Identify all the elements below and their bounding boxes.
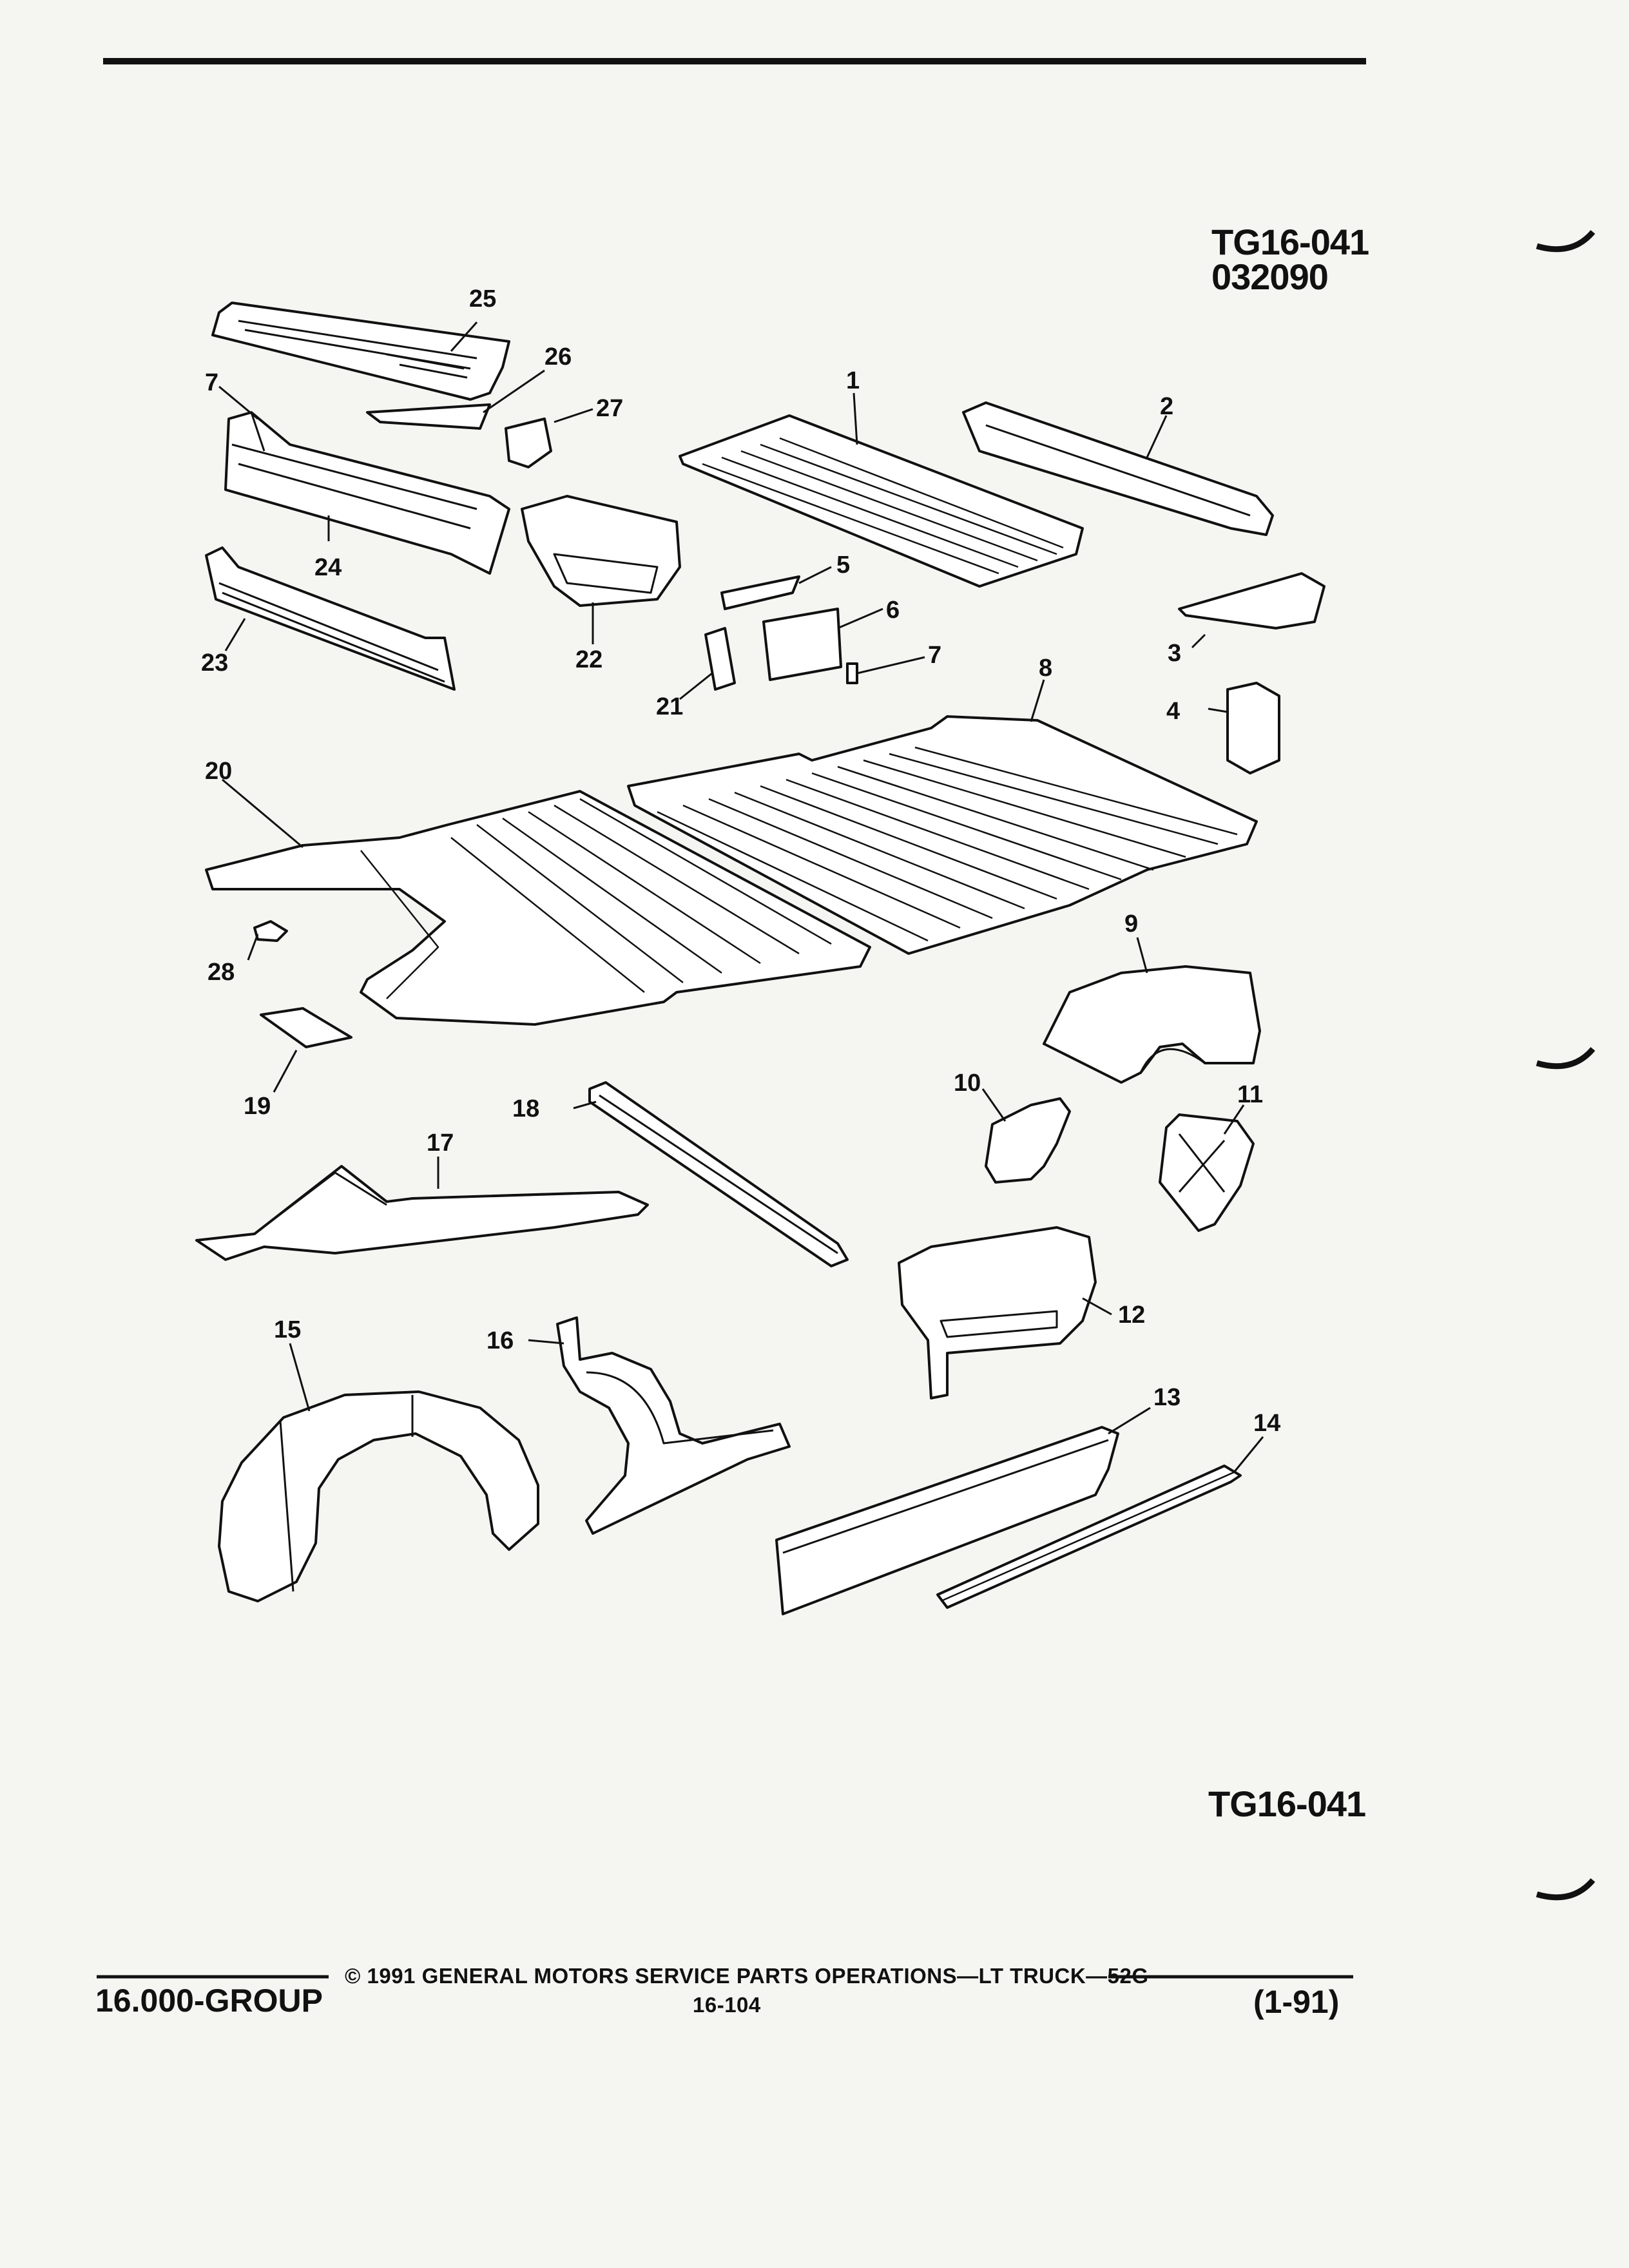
part-22-step-well [521, 495, 681, 607]
footer-date: (1-91) [1253, 1984, 1340, 2020]
part-3-bracket [1178, 572, 1325, 629]
part-1-load-floor-panel [679, 414, 1084, 588]
part-19-cover-plate [260, 1007, 352, 1048]
footer-page-number: 16-104 [693, 1993, 761, 2017]
callout-3: 3 [1168, 640, 1182, 667]
callout-20: 20 [205, 758, 233, 785]
callout-28: 28 [207, 959, 235, 986]
part-24-cowl-assembly [224, 411, 510, 575]
callout-25: 25 [469, 285, 497, 312]
callout-12: 12 [1118, 1302, 1146, 1329]
callout-24: 24 [314, 554, 342, 581]
part-15-wheelhouse-inner [218, 1390, 539, 1602]
part-13-body-side-panel [775, 1426, 1119, 1615]
callout-9: 9 [1124, 910, 1139, 937]
part-25-cowl-vent-panel [211, 302, 510, 401]
part-26-cowl-seal [366, 403, 491, 430]
part-20-front-floor-panel [205, 790, 871, 1026]
binding-mark [1536, 1878, 1595, 1901]
part-2-side-rail [962, 401, 1274, 536]
part-10-wheelhouse-bracket [985, 1097, 1071, 1184]
callout-2: 2 [1160, 393, 1174, 420]
callout-23: 23 [201, 649, 229, 677]
callout-27: 27 [596, 395, 624, 422]
part-23-cowl-sill [205, 546, 456, 691]
part-4-support [1226, 682, 1280, 774]
part-27-bracket [505, 418, 552, 468]
callout-26: 26 [545, 343, 572, 370]
part-8-rear-floor-panel [627, 715, 1258, 955]
binding-mark [1536, 1047, 1595, 1070]
callout-6: 6 [886, 597, 900, 624]
footer-copyright: © 1991 GENERAL MOTORS SERVICE PARTS OPER… [345, 1964, 1149, 1988]
figure-reference-code: 032090 [1211, 256, 1329, 297]
callout-15: 15 [274, 1316, 302, 1343]
callout-5: 5 [836, 552, 851, 579]
figure-reference-bottom: TG16-041 [1208, 1783, 1366, 1824]
callout-21: 21 [656, 693, 684, 720]
part-18-floor-crossmember [588, 1081, 849, 1267]
callout-7-lower: 7 [928, 642, 942, 669]
callout-7-upper: 7 [205, 369, 219, 396]
callout-13: 13 [1153, 1384, 1181, 1411]
part-21-gusset [704, 627, 736, 691]
callout-4: 4 [1166, 698, 1181, 725]
callout-19: 19 [244, 1093, 271, 1120]
part-5-bracket [720, 575, 800, 610]
callout-17: 17 [427, 1129, 454, 1157]
part-6-brace [762, 608, 842, 681]
part-7-clip [846, 662, 858, 684]
callout-1: 1 [846, 367, 860, 394]
callout-14: 14 [1253, 1410, 1281, 1437]
part-16-wheelhouse-outer [556, 1316, 791, 1535]
figure-reference: TG16-041 [1211, 222, 1369, 262]
callout-11: 11 [1237, 1081, 1264, 1108]
part-14-rocker-sill [936, 1465, 1242, 1609]
footer-group-label: 16.000-GROUP [95, 1983, 323, 2019]
callout-18: 18 [512, 1095, 540, 1122]
callout-8: 8 [1039, 655, 1053, 682]
part-12-rear-step-well [898, 1226, 1097, 1399]
part-17-tunnel-brace [195, 1165, 649, 1261]
leader-lines [218, 322, 1264, 1473]
callout-16: 16 [487, 1327, 514, 1354]
part-28-clip [253, 920, 288, 942]
callout-22: 22 [575, 646, 603, 673]
part-11-wheelhouse-panel [1159, 1113, 1255, 1232]
callout-10: 10 [954, 1070, 981, 1097]
binding-mark [1536, 230, 1595, 253]
part-9-wheelhouse-cover [1043, 965, 1261, 1084]
